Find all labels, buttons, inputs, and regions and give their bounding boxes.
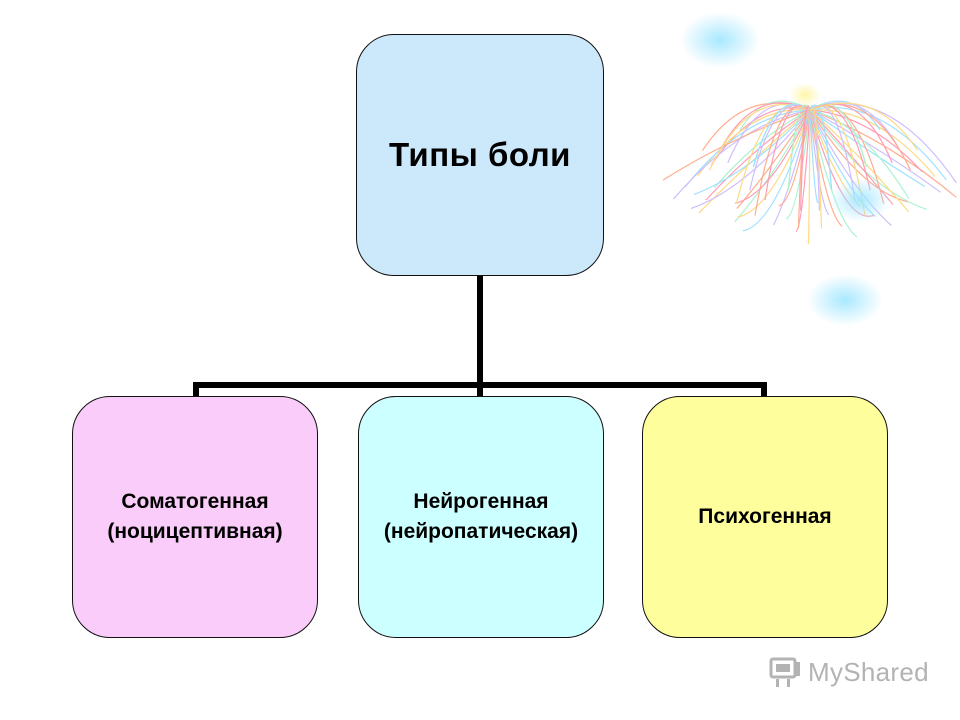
- root-node-label: Типы боли: [389, 136, 571, 173]
- myshared-watermark: MyShared: [768, 656, 929, 688]
- child-node-2-line-2: (нейропатическая): [383, 520, 579, 543]
- child-node-2-line-1: Нейрогенная: [413, 489, 549, 513]
- myshared-logo-icon: [769, 657, 800, 687]
- child-node-1-line-2: (ноцицептивная): [107, 520, 283, 543]
- root-node-pain-types: Типы боли: [356, 34, 604, 276]
- watermark-text: MyShared: [808, 656, 929, 687]
- child-node-neurogenic: Нейрогенная (нейропатическая): [358, 396, 604, 638]
- child-node-3-line-1: Психогенная: [698, 504, 832, 528]
- child-node-somatogenic: Соматогенная (ноцицептивная): [72, 396, 318, 638]
- child-node-1-line-1: Соматогенная: [121, 489, 269, 513]
- child-node-psychogenic: Психогенная: [642, 396, 888, 638]
